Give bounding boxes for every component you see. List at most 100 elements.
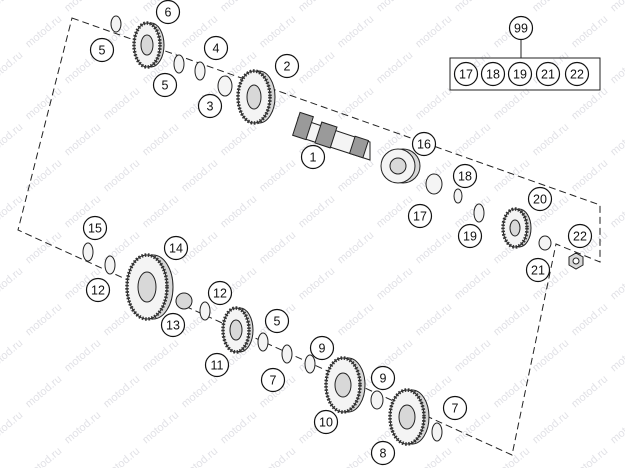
callout-c1: 1 xyxy=(300,144,326,170)
callout-circle xyxy=(197,93,223,119)
watermark-text: motod.ru xyxy=(452,265,493,302)
watermark-text: motod.ru xyxy=(569,301,610,338)
watermark-text: motod.ru xyxy=(491,301,532,338)
watermark-text: motod.ru xyxy=(218,121,259,158)
watermark-text: motod.ru xyxy=(140,409,181,446)
watermark-text: motod.ru xyxy=(62,121,103,158)
callout-circle xyxy=(264,308,290,334)
watermark-text: motod.ru xyxy=(530,121,571,158)
watermark-text: motod.ru xyxy=(296,49,337,86)
callout-number: 5 xyxy=(162,79,169,93)
callout-c22b: 22 xyxy=(564,61,590,87)
thrust-washer xyxy=(104,255,116,275)
o-ring xyxy=(453,188,463,204)
watermark-text: motod.ru xyxy=(296,0,337,14)
callout-circle xyxy=(313,409,339,435)
callout-number: 12 xyxy=(213,287,227,301)
callout-c2: 2 xyxy=(274,53,300,79)
callout-number: 10 xyxy=(319,416,333,430)
watermark-text: motod.ru xyxy=(257,157,298,194)
callout-number: 9 xyxy=(319,342,326,356)
watermark-text: motod.ru xyxy=(374,49,415,86)
watermark-text: motod.ru xyxy=(179,157,220,194)
watermark-text: motod.ru xyxy=(23,301,64,338)
callout-number: 8 xyxy=(380,447,387,461)
watermark-text: motod.ru xyxy=(491,85,532,122)
callout-circle xyxy=(525,257,551,283)
callout-c16: 16 xyxy=(411,131,437,157)
callout-c21b: 21 xyxy=(535,61,561,87)
callout-number: 6 xyxy=(165,6,172,20)
callout-number: 22 xyxy=(570,68,584,82)
callout-c12a: 12 xyxy=(85,277,111,303)
callout-circle xyxy=(204,352,230,378)
watermark-text: motod.ru xyxy=(0,0,25,14)
callout-c12b: 12 xyxy=(207,280,233,306)
callout-circle xyxy=(152,72,178,98)
callout-circle xyxy=(442,395,468,421)
gear-part-2 xyxy=(236,69,276,125)
watermark-text: motod.ru xyxy=(491,373,532,410)
callout-circle xyxy=(507,61,533,87)
watermark-text: motod.ru xyxy=(608,265,625,302)
callout-c11: 11 xyxy=(204,352,230,378)
watermark-text: motod.ru xyxy=(452,0,493,14)
callout-number: 7 xyxy=(452,402,459,416)
watermark-text: motod.ru xyxy=(62,0,103,14)
callout-c9b: 9 xyxy=(370,365,396,391)
callout-c5b: 5 xyxy=(152,72,178,98)
callout-number: 5 xyxy=(274,315,281,329)
callout-circle xyxy=(370,440,396,466)
watermark-text: motod.ru xyxy=(218,409,259,446)
circlip-ring xyxy=(110,15,122,33)
callout-c18a: 18 xyxy=(452,163,478,189)
watermark-text: motod.ru xyxy=(491,157,532,194)
callout-circle xyxy=(457,223,483,249)
watermark-text: motod.ru xyxy=(452,121,493,158)
watermark-text: motod.ru xyxy=(335,157,376,194)
callout-number: 12 xyxy=(91,284,105,298)
watermark-text: motod.ru xyxy=(608,0,625,14)
callout-circle xyxy=(203,35,229,61)
watermark-text: motod.ru xyxy=(179,373,220,410)
watermark-text: motod.ru xyxy=(140,193,181,230)
callout-c9a: 9 xyxy=(309,335,335,361)
callout-number: 18 xyxy=(486,68,500,82)
watermark-text: motod.ru xyxy=(335,301,376,338)
watermark-text: motod.ru xyxy=(257,13,298,50)
watermark-text: motod.ru xyxy=(296,193,337,230)
lock-washer xyxy=(538,235,552,251)
callout-c7b: 7 xyxy=(442,395,468,421)
callout-layer: 6554321161817192022211514121312511791098… xyxy=(82,0,593,466)
callout-circle xyxy=(300,144,326,170)
callout-circle xyxy=(309,335,335,361)
callout-number: 17 xyxy=(413,210,427,224)
watermark-text: motod.ru xyxy=(23,13,64,50)
seal-ring xyxy=(425,173,443,195)
watermark-text: motod.ru xyxy=(569,85,610,122)
kit-bracket xyxy=(449,40,601,91)
watermark-text: motod.ru xyxy=(608,193,625,230)
watermark-text: motod.ru xyxy=(530,337,571,374)
watermark-text: motod.ru xyxy=(101,373,142,410)
callout-c17b: 17 xyxy=(453,61,479,87)
watermark-text: motod.ru xyxy=(413,229,454,266)
callout-number: 22 xyxy=(573,230,587,244)
watermark-text: motod.ru xyxy=(62,409,103,446)
callout-c18b: 18 xyxy=(480,61,506,87)
watermark-text: motod.ru xyxy=(0,337,25,374)
watermark-text: motod.ru xyxy=(140,337,181,374)
callout-number: 7 xyxy=(270,374,277,388)
watermark-text: motod.ru xyxy=(413,85,454,122)
callout-c6: 6 xyxy=(155,0,181,25)
watermark-text: motod.ru xyxy=(569,373,610,410)
callout-number: 19 xyxy=(463,230,477,244)
watermark-text: motod.ru xyxy=(374,0,415,14)
callout-c13: 13 xyxy=(160,312,186,338)
callout-c20: 20 xyxy=(527,186,553,212)
callout-circle xyxy=(163,235,189,261)
callout-circle xyxy=(260,367,286,393)
needle-bushing xyxy=(175,292,193,310)
callout-number: 15 xyxy=(88,222,102,236)
